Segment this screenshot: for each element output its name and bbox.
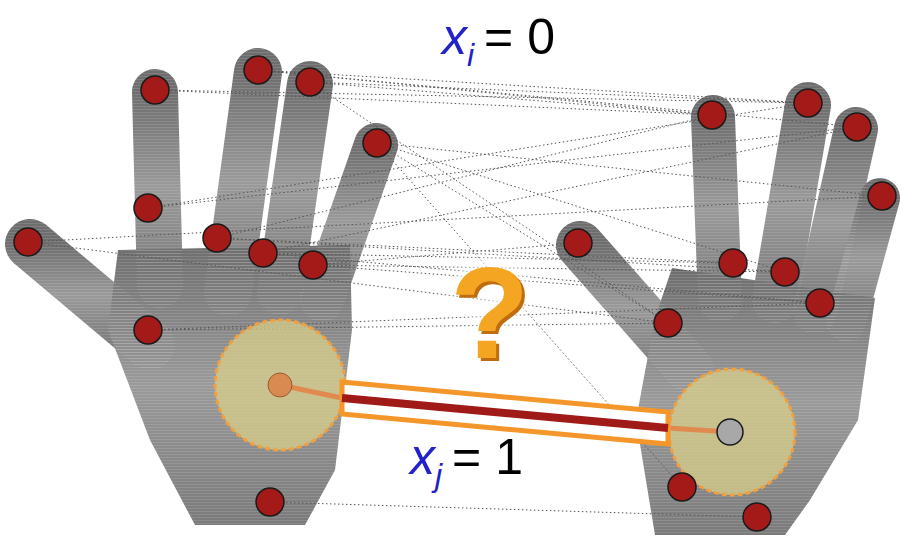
keypoint [296, 68, 324, 96]
keypoint [719, 249, 747, 277]
variable-value: = 1 [452, 432, 523, 482]
keypoint [299, 251, 327, 279]
keypoint [14, 228, 42, 256]
candidate-line [258, 70, 808, 103]
keypoint [743, 503, 771, 531]
variable-value: = 0 [484, 12, 555, 62]
keypoint [868, 182, 896, 210]
candidate-line [313, 243, 578, 265]
keypoint [134, 194, 162, 222]
candidate-line [148, 323, 668, 330]
hand [30, 72, 376, 525]
keypoint [363, 129, 391, 157]
keypoint [256, 488, 284, 516]
keypoint [698, 101, 726, 129]
match-line [342, 398, 668, 428]
candidate-line [263, 127, 857, 253]
candidate-line [313, 265, 785, 272]
candidate-line [310, 82, 712, 115]
keypoint [564, 229, 592, 257]
finger-texture [713, 117, 720, 300]
neighborhood-circle [215, 320, 345, 450]
keypoint [203, 224, 231, 252]
candidate-line [310, 82, 808, 103]
palm-texture [636, 268, 875, 535]
keypoint [654, 309, 682, 337]
keypoint [141, 76, 169, 104]
keypoint [134, 316, 162, 344]
hand-shapes [30, 72, 880, 535]
candidate-line [217, 115, 712, 238]
variable-subscript: i [467, 39, 474, 71]
variable-subscript: j [435, 459, 442, 491]
keypoint [249, 239, 277, 267]
keypoint [771, 258, 799, 286]
keypoint [244, 56, 272, 84]
variable-name: x [410, 432, 435, 482]
candidate-line [258, 70, 857, 127]
keypoints [14, 56, 896, 531]
palm-texture [108, 245, 352, 525]
palm [636, 268, 875, 535]
candidate-line [270, 502, 757, 517]
match-lines [28, 70, 882, 517]
keypoint [843, 113, 871, 141]
finger [713, 117, 720, 300]
candidate-line [258, 70, 712, 115]
selected-keypoint [717, 419, 743, 445]
candidate-line [377, 143, 882, 196]
variable-equation: xi= 0 [442, 12, 555, 62]
keypoint [668, 473, 696, 501]
question-mark: ? [450, 248, 529, 378]
candidate-line [155, 90, 712, 115]
keypoint [794, 89, 822, 117]
selected-keypoint [268, 373, 292, 397]
question-mark-text: ? [450, 240, 529, 386]
variable-equation: xj= 1 [410, 432, 523, 482]
variable-name: x [442, 12, 467, 62]
keypoint [806, 289, 834, 317]
candidate-line [148, 127, 857, 208]
palm [108, 245, 352, 525]
